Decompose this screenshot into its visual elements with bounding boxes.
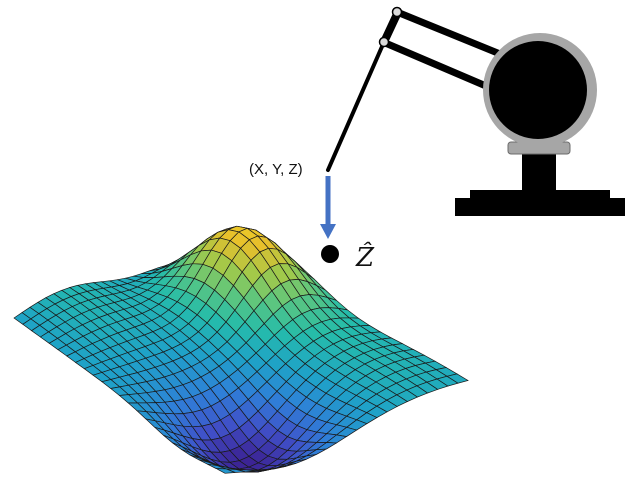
robot-joint-top <box>391 6 403 18</box>
3d-surface-mesh-icon <box>13 225 469 474</box>
robot-joint-middle <box>378 36 390 48</box>
robot-base-plate <box>455 198 625 216</box>
projection-arrow <box>320 176 336 239</box>
estimate-label: Ẑ <box>355 241 375 273</box>
robot-pedestal <box>522 150 556 195</box>
contact-point <box>321 245 339 263</box>
coordinate-label: (X, Y, Z) <box>249 161 303 178</box>
robot-upper-link-bottom <box>379 38 504 96</box>
robot-body <box>489 41 587 139</box>
robot-stylus <box>326 40 386 172</box>
surface-cell <box>216 468 236 474</box>
robot-upper-link-top <box>393 8 514 62</box>
haptic-robot-arm-icon <box>326 6 625 216</box>
